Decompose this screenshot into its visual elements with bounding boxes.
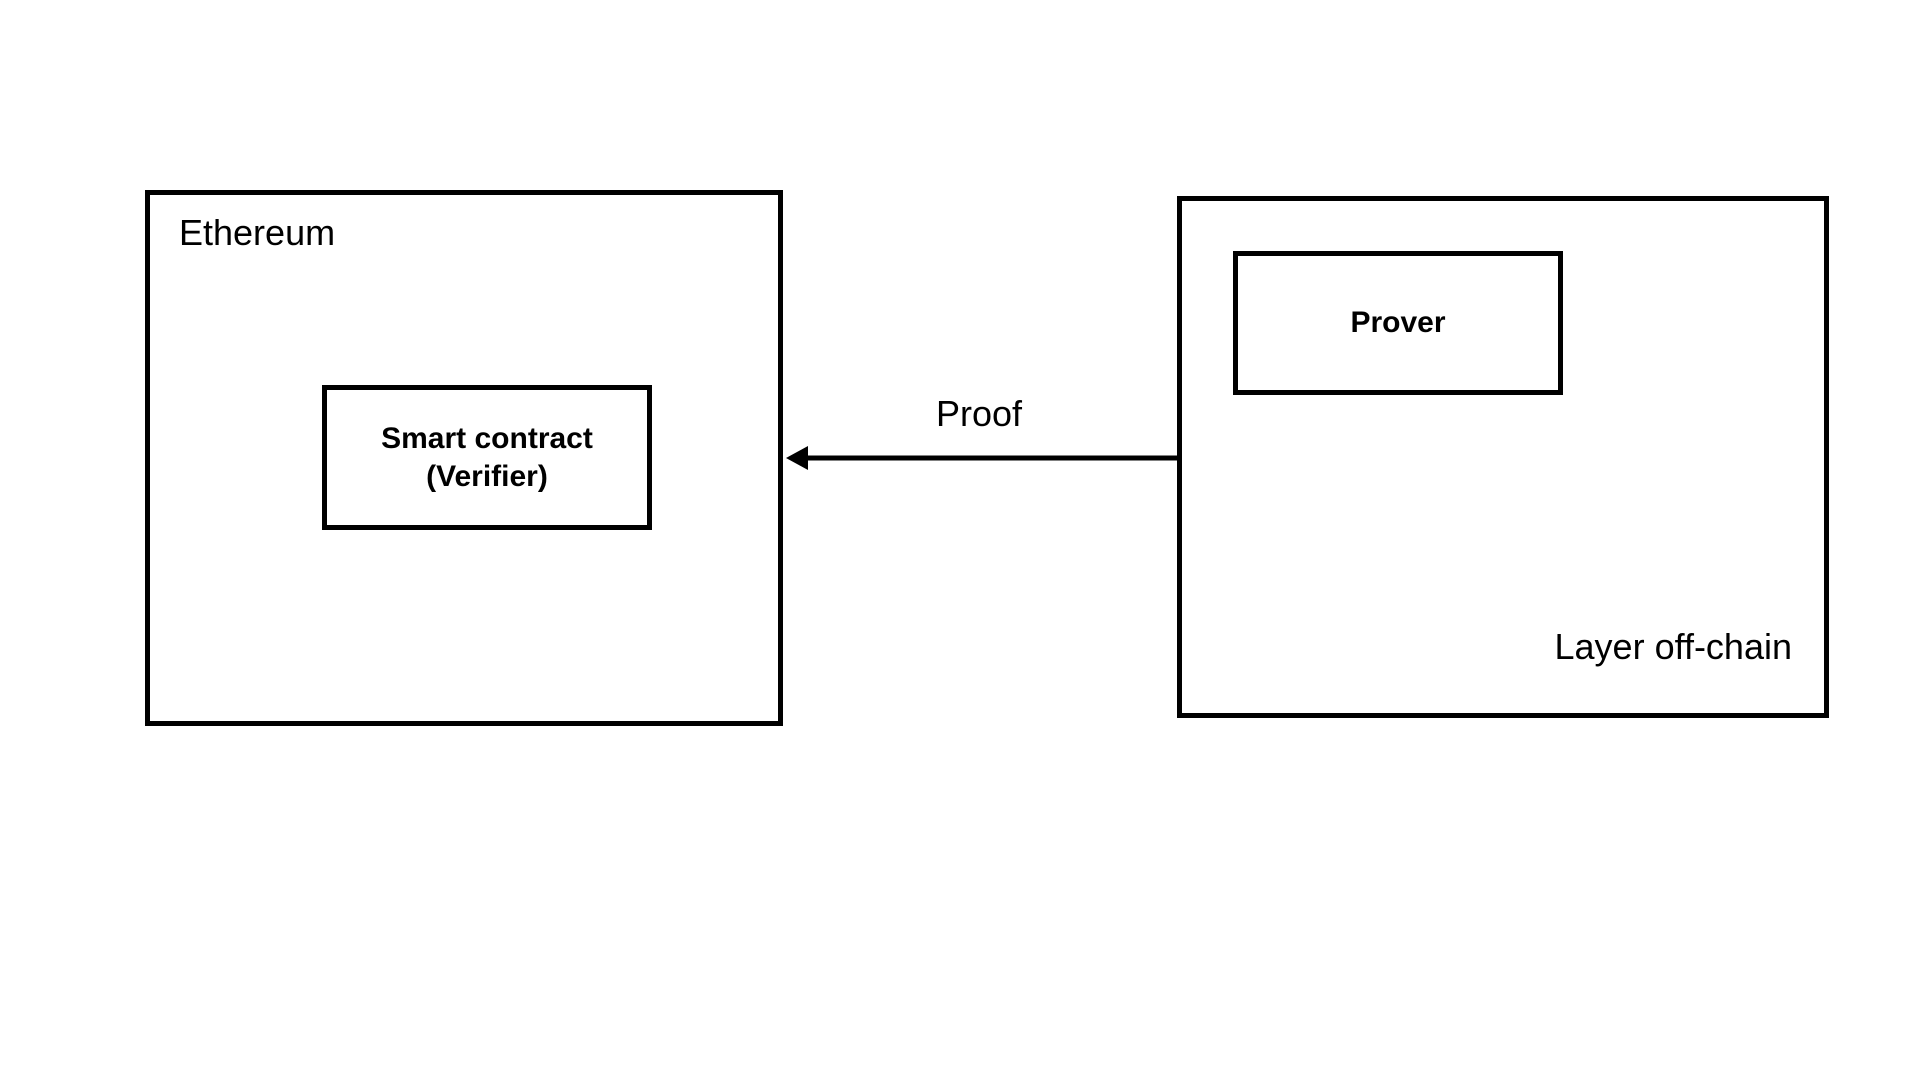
ethereum-label: Ethereum — [179, 212, 336, 253]
prover-node: Prover — [1233, 251, 1563, 395]
prover-label: Prover — [1350, 306, 1446, 339]
verifier-node: Smart contract (Verifier) — [322, 385, 652, 530]
proof-arrow-head — [786, 446, 808, 470]
verifier-label-line2: (Verifier) — [426, 459, 548, 493]
proof-edge-label: Proof — [936, 393, 1023, 434]
verifier-label: Smart contract (Verifier) — [381, 420, 593, 496]
verifier-label-line1: Smart contract — [381, 421, 593, 455]
offchain-label: Layer off-chain — [1554, 626, 1792, 667]
